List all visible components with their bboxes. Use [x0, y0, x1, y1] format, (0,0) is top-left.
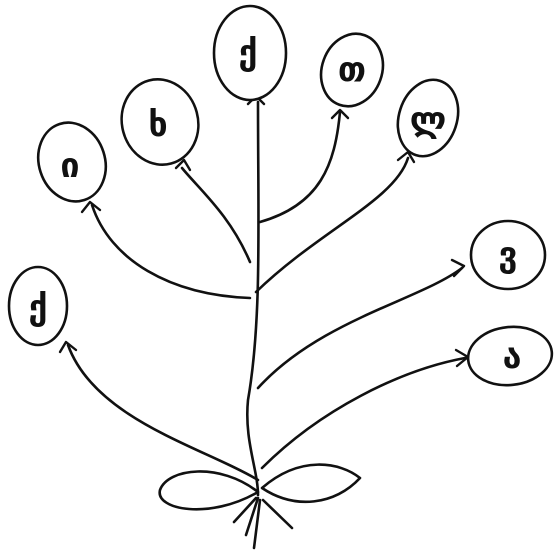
balloon-letter: ვ	[498, 235, 517, 275]
branch-upper-left	[182, 168, 250, 262]
balloon-letter: ა	[503, 337, 522, 377]
branch-right	[258, 268, 462, 388]
balloon-upper-left: ხ	[112, 71, 208, 174]
right-leaf	[262, 465, 360, 502]
balloon-left: ი	[28, 114, 115, 210]
balloon-letter: ქ	[238, 33, 257, 73]
balloon-right: ვ	[471, 221, 545, 289]
branches	[68, 112, 465, 480]
balloon-letter: ხ	[148, 105, 167, 145]
roots	[234, 498, 292, 548]
arrowhead-icon	[82, 202, 100, 212]
balloon-letter: თ	[338, 50, 366, 90]
balloon-upper-right: თ	[311, 25, 393, 115]
balloon-letter: ი	[60, 146, 79, 186]
balloon-letter: ქ	[28, 288, 47, 328]
balloon-right-upper: ლ	[388, 72, 467, 164]
balloon-lower-left: ქ	[9, 267, 67, 345]
branch-lower-right	[262, 358, 465, 468]
left-leaf	[160, 471, 258, 509]
balloon-top-center: ქ	[214, 6, 286, 100]
branch-right-upper	[256, 158, 408, 292]
branch-lower-left	[68, 345, 258, 480]
branch-upper-right	[260, 112, 340, 222]
balloon-lower-right: ა	[465, 323, 555, 389]
balloon-letter: ლ	[410, 100, 447, 140]
